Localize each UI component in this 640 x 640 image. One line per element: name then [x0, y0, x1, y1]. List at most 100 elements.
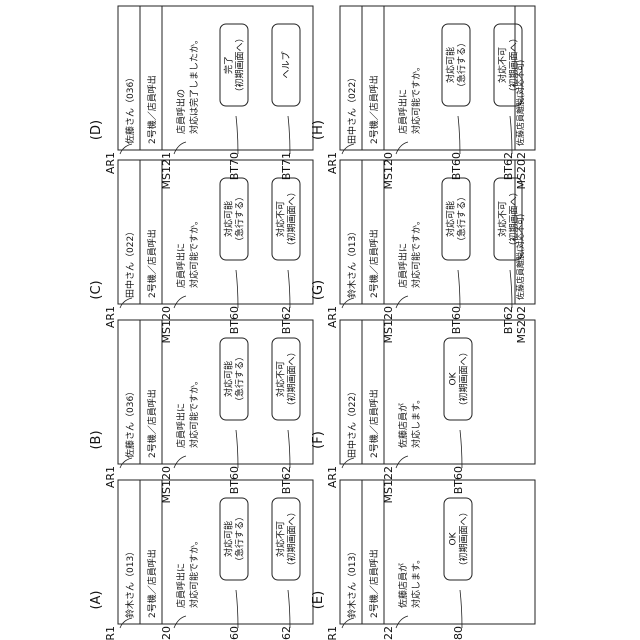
area-ref: AR1	[104, 306, 117, 328]
leader-line	[174, 142, 186, 154]
leader-line	[236, 430, 238, 468]
panel-caption: (H)	[311, 120, 326, 140]
customer-name: 鈴木さん（013）	[346, 227, 358, 298]
area-ref: AR1	[326, 152, 339, 174]
message-line: 店員呼出の	[175, 89, 187, 134]
message-line: 対応可能ですか。	[410, 62, 422, 134]
screen-panel: (B)佐藤さん（036）2号機／店員呼出AR1MS120店員呼出に対応可能ですか…	[89, 320, 313, 503]
call-location: 2号機／店員呼出	[368, 389, 380, 458]
button-label: 対応不可	[497, 201, 509, 237]
area-ref: AR1	[104, 626, 117, 640]
leader-line	[342, 458, 354, 468]
call-location: 2号機／店員呼出	[146, 229, 158, 298]
message-ref: MS122	[382, 466, 395, 503]
button-ref: BT60	[228, 306, 241, 334]
button-label: 対応不可	[497, 47, 509, 83]
action-button[interactable]: 対応不可（初期画面へ）	[272, 338, 300, 420]
panel-caption: (D)	[89, 120, 104, 140]
message-line: 対応可能ですか。	[188, 376, 200, 448]
button-label: （初期画面へ）	[458, 347, 470, 410]
button-label: 対応可能	[445, 201, 457, 237]
message-ref: MS120	[160, 306, 173, 343]
action-button[interactable]: 対応可能（急行する）	[220, 498, 248, 580]
button-ref: BT60	[450, 306, 463, 334]
action-button[interactable]: ヘルプ	[272, 24, 300, 106]
button-label: （急行する）	[234, 352, 246, 406]
button-ref: BT62	[502, 306, 515, 334]
button-ref: BT80	[452, 626, 465, 640]
button-ref: BT62	[280, 626, 293, 640]
button-ref: BT70	[228, 152, 241, 180]
button-label: 対応不可	[275, 201, 287, 237]
customer-name: 鈴木さん（013）	[124, 547, 136, 618]
button-label: （初期画面へ）	[286, 347, 298, 410]
message-line: 対応は完了しましたか。	[188, 35, 200, 134]
panel-caption: (A)	[89, 590, 104, 609]
leader-line	[236, 590, 238, 628]
button-label: （急行する）	[234, 192, 246, 246]
button-ref: BT62	[280, 306, 293, 334]
button-label: （急行する）	[456, 192, 468, 246]
message-line: 店員呼出に	[175, 243, 187, 288]
leader-line	[174, 296, 186, 308]
leader-line	[510, 270, 512, 308]
action-button[interactable]: OK（初期画面へ）	[444, 338, 472, 420]
message-line: 対応します。	[410, 395, 422, 448]
message-line: 店員呼出に	[175, 563, 187, 608]
action-button[interactable]: 対応可能（急行する）	[442, 178, 470, 260]
button-ref: BT62	[280, 466, 293, 494]
action-button[interactable]: 対応可能（急行する）	[220, 338, 248, 420]
screen-panel: (G)鈴木さん（013）2号機／店員呼出AR1MS120店員呼出に対応可能ですか…	[311, 160, 535, 343]
button-ref: BT60	[228, 626, 241, 640]
button-label: OK	[449, 371, 459, 385]
action-button[interactable]: 対応可能（急行する）	[220, 178, 248, 260]
button-ref: BT62	[502, 152, 515, 180]
message-line: 対応します。	[410, 555, 422, 608]
button-label: 完了	[223, 56, 235, 74]
message-ref: MS120	[382, 306, 395, 343]
button-label: （急行する）	[234, 512, 246, 566]
button-label: 対応不可	[275, 521, 287, 557]
leader-line	[460, 430, 462, 468]
action-button[interactable]: 対応可能（急行する）	[442, 24, 470, 106]
leader-line	[288, 590, 290, 628]
customer-name: 田中さん（022）	[346, 73, 358, 144]
button-label: 対応可能	[445, 47, 457, 83]
message-ref: MS121	[160, 152, 173, 189]
footer-status: 佐藤店員離脱(対応不可)	[515, 60, 525, 146]
action-button[interactable]: 完了（初期画面へ）	[220, 24, 248, 106]
action-button[interactable]: OK（初期画面へ）	[444, 498, 472, 580]
screen-panel: (F)田中さん（022）2号機／店員呼出AR1MS122佐藤店員が対応します。O…	[311, 320, 535, 503]
button-label: （初期画面へ）	[286, 187, 298, 250]
action-button[interactable]: 対応不可（初期画面へ）	[272, 498, 300, 580]
leader-line	[458, 270, 460, 308]
leader-line	[288, 270, 290, 308]
area-ref: AR1	[326, 306, 339, 328]
footer-status: 佐藤店員離脱(対応不可)	[515, 214, 525, 300]
message-line: 店員呼出に	[397, 243, 409, 288]
customer-name: 鈴木さん（013）	[346, 547, 358, 618]
message-line: 対応可能ですか。	[410, 216, 422, 288]
message-line: 対応可能ですか。	[188, 536, 200, 608]
leader-line	[120, 618, 132, 628]
call-location: 2号機／店員呼出	[146, 549, 158, 618]
leader-line	[120, 298, 132, 308]
screen-panel: (H) 田中さん（022） 2号機／店員呼出 AR1 MS120 店員呼出に対応可能ですか…	[311, 6, 535, 189]
panel-caption: (E)	[311, 591, 326, 609]
call-location: 2号機／店員呼出	[146, 75, 158, 144]
message-ref: MS120	[382, 152, 395, 189]
leader-line	[342, 144, 354, 154]
call-location: 2号機／店員呼出	[368, 75, 380, 144]
area-ref: AR1	[326, 466, 339, 488]
button-label: （初期画面へ）	[234, 33, 246, 96]
action-button[interactable]: 対応不可（初期画面へ）	[272, 178, 300, 260]
button-ref: BT60	[228, 466, 241, 494]
screen-panel: (A)鈴木さん（013）2号機／店員呼出AR1MS120店員呼出に対応可能ですか…	[89, 480, 313, 640]
message-line: 店員呼出に	[397, 89, 409, 134]
footer-ref: MS202	[515, 306, 528, 343]
screen-panel: (E)鈴木さん（013）2号機／店員呼出AR1MS122佐藤店員が対応します。O…	[311, 480, 535, 640]
panel-caption: (F)	[311, 431, 326, 449]
footer-ref: MS202	[515, 152, 528, 189]
leader-line	[174, 616, 186, 628]
